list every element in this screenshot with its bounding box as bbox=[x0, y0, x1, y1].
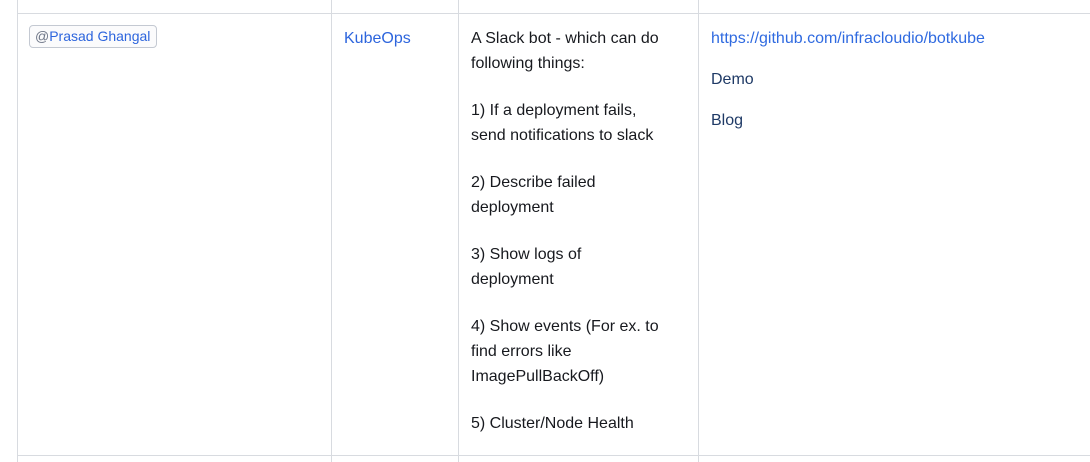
description-paragraph: 4) Show events (For ex. to find errors l… bbox=[471, 318, 659, 385]
description-paragraph: 1) If a deployment fails, send notificat… bbox=[471, 102, 654, 144]
table-row: @Prasad Ghangal KubeOps A Slack bot - wh… bbox=[17, 13, 1090, 456]
demo-link[interactable]: Demo bbox=[711, 71, 754, 88]
prev-row-links-cell bbox=[698, 0, 1090, 13]
links-cell: https://github.com/infracloudio/botkube … bbox=[698, 14, 1090, 455]
github-repo-link[interactable]: https://github.com/infracloudio/botkube bbox=[711, 30, 985, 47]
next-row-description-cell bbox=[458, 456, 698, 462]
description-paragraph: 2) Describe failed deployment bbox=[471, 174, 596, 216]
description-paragraph: A Slack bot - which can do following thi… bbox=[471, 30, 659, 72]
mention-at-symbol: @ bbox=[35, 28, 50, 44]
project-link[interactable]: KubeOps bbox=[344, 30, 411, 47]
description-paragraph: 5) Cluster/Node Health bbox=[471, 415, 634, 432]
projects-table: @Prasad Ghangal KubeOps A Slack bot - wh… bbox=[17, 0, 1090, 462]
blog-link[interactable]: Blog bbox=[711, 112, 744, 129]
next-row-author-cell bbox=[17, 456, 331, 462]
author-cell: @Prasad Ghangal bbox=[17, 14, 331, 455]
next-row-project-cell bbox=[331, 456, 458, 462]
prev-row-project-cell bbox=[331, 0, 458, 13]
project-cell: KubeOps bbox=[331, 14, 458, 455]
user-mention-chip[interactable]: @Prasad Ghangal bbox=[29, 25, 158, 48]
prev-row-description-cell bbox=[458, 0, 698, 13]
description-cell: A Slack bot - which can do following thi… bbox=[458, 14, 698, 455]
mention-user-name: Prasad Ghangal bbox=[49, 28, 151, 44]
table-row-previous bbox=[17, 0, 1090, 13]
table-row-next bbox=[17, 456, 1090, 462]
description-paragraph: 3) Show logs of deployment bbox=[471, 246, 582, 288]
next-row-links-cell bbox=[698, 456, 1090, 462]
prev-row-author-cell bbox=[17, 0, 331, 13]
